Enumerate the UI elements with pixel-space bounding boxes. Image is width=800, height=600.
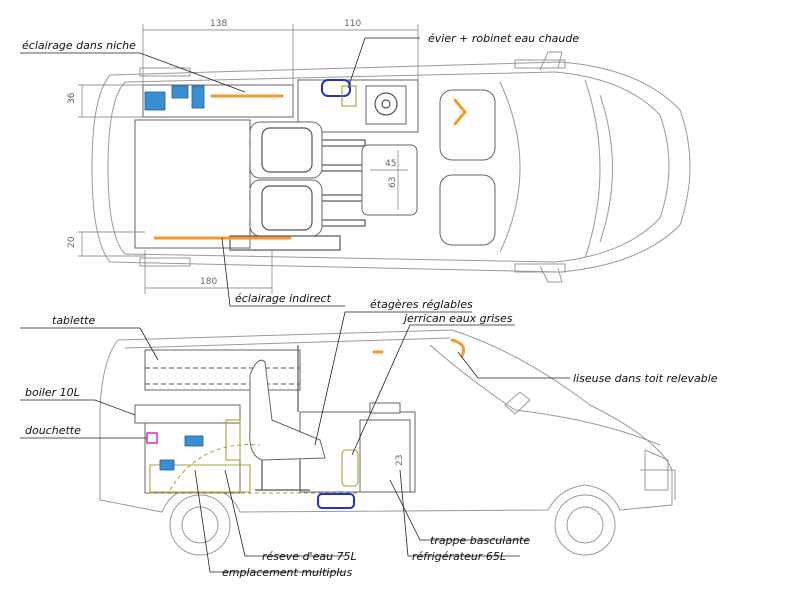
side-blue-unit <box>159 459 175 471</box>
side-view: 23 tablette boiler 10L douchette étagère… <box>20 298 718 579</box>
leader-eclairage-indirect <box>221 237 345 307</box>
leader-jerrican <box>351 324 515 456</box>
leader-trappe <box>389 479 528 541</box>
side-water-tank <box>149 464 251 493</box>
top-sink-basin <box>374 92 398 116</box>
top-wheel-front-lower <box>514 263 566 273</box>
top-seat-front-driver <box>439 174 496 246</box>
side-bed-platform <box>134 404 241 424</box>
top-blue-box-1 <box>144 91 166 111</box>
top-sink-drain <box>381 99 391 109</box>
dim-138: 138 <box>210 19 227 29</box>
top-blue-box-2 <box>171 85 189 99</box>
top-body-inner <box>107 71 670 263</box>
top-hood-line-2 <box>599 94 613 243</box>
side-wheel-rear-hub <box>181 506 219 544</box>
side-wheel-rear <box>169 494 231 556</box>
dim-36: 36 <box>67 92 77 104</box>
dim-23: 23 <box>395 455 405 466</box>
side-upper-cabinet <box>144 349 301 391</box>
side-liseuse-light <box>450 338 466 358</box>
leader-eclairage-niche <box>20 52 246 93</box>
leader-reserve <box>224 469 345 557</box>
side-mirror <box>504 391 531 415</box>
top-navy-tank <box>321 79 351 97</box>
top-windshield <box>499 81 521 253</box>
top-seat-rear-2-cushion <box>261 185 313 231</box>
label-multiplus: emplacement multiplus <box>222 566 352 579</box>
top-body-outline <box>91 61 691 273</box>
leader-multiplus <box>194 469 345 573</box>
side-navy-tank <box>317 493 355 509</box>
side-lower-cabinet <box>144 422 241 494</box>
top-niche <box>142 84 294 118</box>
top-wheel-rear-upper <box>139 67 191 77</box>
side-water-pipe-arc <box>169 444 261 491</box>
leader-liseuse <box>457 351 570 379</box>
leader-boiler <box>20 399 136 416</box>
label-etageres: étagères réglables <box>370 298 473 311</box>
top-hood-line <box>584 79 601 259</box>
dim-180: 180 <box>200 277 217 287</box>
top-sink <box>365 85 407 125</box>
side-wheel-front-hub <box>566 506 604 544</box>
top-bed <box>134 119 251 249</box>
side-wheel-front <box>554 494 616 556</box>
side-roof-inner <box>124 337 451 349</box>
label-refrigerateur: réfrigérateur 65L <box>412 550 506 563</box>
top-side-box <box>229 235 341 251</box>
dim-110: 110 <box>344 19 361 29</box>
leader-evier <box>347 37 420 89</box>
top-mirror-upper <box>539 51 563 71</box>
side-front-bumper <box>640 469 676 500</box>
top-wheel-rear-lower <box>139 257 191 267</box>
top-mirror-lower <box>539 265 563 283</box>
side-blue-boiler <box>184 435 204 447</box>
side-fridge <box>359 419 411 493</box>
side-stove <box>369 402 401 414</box>
side-jerrican <box>341 449 359 487</box>
label-reserve: réseve d'eau 75L <box>262 550 357 563</box>
side-front-grille <box>644 449 669 491</box>
dim-45: 45 <box>385 159 396 169</box>
label-douchette: douchette <box>25 424 81 437</box>
label-tablette: tablette <box>52 314 95 327</box>
side-water-column <box>225 419 241 461</box>
label-eclairage-indirect: éclairage indirect <box>235 292 332 305</box>
label-boiler: boiler 10L <box>25 386 80 399</box>
top-view: 138 110 36 20 45 63 180 éclairage dans n… <box>20 19 691 307</box>
top-wheel-front-upper <box>514 59 566 69</box>
top-table <box>361 144 418 216</box>
dim-20: 20 <box>67 236 77 248</box>
side-seat <box>249 359 326 461</box>
leader-refrigerateur <box>399 469 520 557</box>
top-seat-rear-1 <box>249 121 323 179</box>
side-hood <box>514 409 661 446</box>
top-blue-box-3 <box>191 85 205 109</box>
side-windshield <box>429 344 516 411</box>
top-seat-rear-2 <box>249 179 323 237</box>
label-evier: évier + robinet eau chaude <box>428 32 579 45</box>
leader-etageres <box>314 311 472 446</box>
label-jerrican: jerrican eaux grises <box>402 312 513 325</box>
top-seat-rear-1-cushion <box>261 127 313 173</box>
label-eclairage-niche: éclairage dans niche <box>22 39 136 52</box>
side-seat-base <box>255 460 310 491</box>
label-liseuse: liseuse dans toit relevable <box>573 372 718 385</box>
top-liseuse-mark <box>453 98 467 126</box>
label-trappe: trappe basculante <box>430 534 530 547</box>
dim-63: 63 <box>388 177 398 188</box>
top-seat-front-passenger <box>439 89 496 161</box>
leader-tablette <box>20 327 159 361</box>
